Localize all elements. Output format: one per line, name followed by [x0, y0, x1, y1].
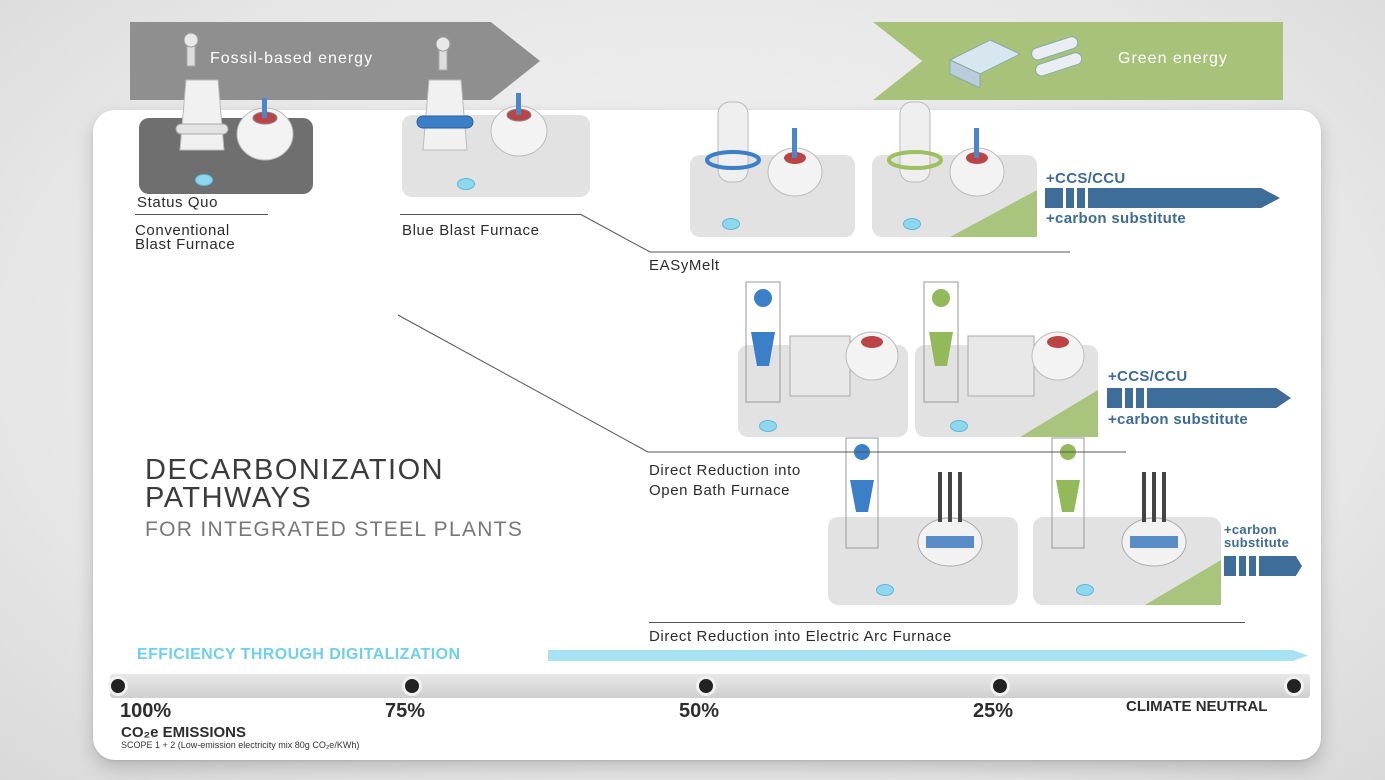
- efficiency-arrow: [548, 650, 1308, 661]
- easymelt-carbon-label: +carbon substitute: [1046, 210, 1187, 227]
- blue-bf-rule: [400, 214, 580, 215]
- arrow-stripe: [1074, 188, 1077, 208]
- easymelt-marker: [722, 218, 740, 230]
- gas-tower-icon: [183, 32, 199, 67]
- page-subtitle: FOR INTEGRATED STEEL PLANTS: [145, 518, 524, 541]
- converter-icon-2: [490, 93, 548, 157]
- scope-note: SCOPE 1 + 2 (Low-emission electricity mi…: [121, 740, 360, 750]
- status-quo-marker: [195, 174, 213, 186]
- green-energy-label: Green energy: [1118, 50, 1228, 67]
- easymelt-caption: EASyMelt: [649, 257, 720, 274]
- dr-obf-connector: [397, 314, 1126, 453]
- dr-eaf-carbon-label-1: +carbon: [1224, 522, 1278, 537]
- blue-bf-caption: Blue Blast Furnace: [402, 222, 540, 239]
- dr-obf-ccs-label: +CCS/CCU: [1108, 368, 1188, 385]
- dr-eaf-arrow: [1224, 556, 1302, 576]
- arrow-stripe: [1122, 388, 1125, 408]
- scale-dot-25: [990, 676, 1010, 696]
- title-line-2: PATHWAYS: [145, 482, 313, 514]
- scale-dot-50: [696, 676, 716, 696]
- dr-eaf-carbon-label-2: substitute: [1224, 535, 1290, 550]
- page-title: DECARBONIZATION PATHWAYS: [145, 454, 505, 514]
- fossil-energy-label: Fossil-based energy: [210, 50, 374, 67]
- dr-obf-carbon-label: +carbon substitute: [1108, 411, 1249, 428]
- status-quo-caption: Status Quo: [137, 194, 219, 211]
- easymelt-furnace-green-icon: [887, 101, 1005, 197]
- gas-tower-icon-2: [435, 36, 451, 71]
- dr-obf-caption: Direct Reduction into Open Bath Furnace: [649, 462, 801, 499]
- arrow-stripe: [1256, 556, 1259, 576]
- dr-eaf-marker-2: [1076, 584, 1094, 596]
- easymelt-arrow: [1045, 188, 1280, 208]
- easymelt-marker-2: [903, 218, 921, 230]
- easymelt-connector: [579, 213, 1070, 253]
- dr-shaft-green-icon: [923, 281, 1085, 403]
- arrow-stripe: [1133, 388, 1136, 408]
- scale-label-25: 25%: [973, 700, 1014, 722]
- emissions-heading: CO₂e EMISSIONS: [121, 724, 247, 741]
- dr-eaf-rule: [649, 622, 1245, 623]
- converter-icon: [236, 98, 294, 161]
- dr-shaft-icon: [745, 281, 899, 403]
- scale-label-100: 100%: [120, 700, 172, 722]
- conventional-bf-caption: Conventional Blast Furnace: [135, 222, 236, 253]
- scale-dot-neutral: [1284, 676, 1304, 696]
- electrolyzer-icon: [948, 36, 1083, 89]
- arrow-stripe: [1236, 556, 1239, 576]
- blue-blast-furnace-icon: [416, 79, 474, 151]
- easymelt-ccs-label: +CCS/CCU: [1046, 170, 1126, 187]
- dr-obf-arrow: [1107, 388, 1291, 408]
- scale-dot-100: [108, 676, 128, 696]
- scale-label-75: 75%: [385, 700, 426, 722]
- easymelt-furnace-icon: [705, 101, 823, 197]
- status-quo-rule: [135, 214, 268, 215]
- dr-eaf-caption: Direct Reduction into Electric Arc Furna…: [649, 628, 952, 645]
- eaf-icon: [845, 437, 983, 567]
- arrow-stripe: [1063, 188, 1066, 208]
- dr-eaf-marker: [876, 584, 894, 596]
- arrow-stripe: [1144, 388, 1147, 408]
- efficiency-label: EFFICIENCY THROUGH DIGITALIZATION: [137, 646, 461, 663]
- arrow-stripe: [1246, 556, 1249, 576]
- blue-bf-marker: [457, 178, 475, 190]
- scale-label-50: 50%: [679, 700, 720, 722]
- arrow-stripe: [1085, 188, 1088, 208]
- dr-obf-marker: [759, 420, 777, 432]
- blast-furnace-icon: [175, 79, 229, 151]
- scale-label-neutral: CLIMATE NEUTRAL: [1126, 698, 1268, 715]
- title-line-1: DECARBONIZATION: [145, 454, 445, 486]
- eaf-green-icon: [1051, 437, 1187, 567]
- dr-obf-marker-2: [950, 420, 968, 432]
- scale-dot-75: [402, 676, 422, 696]
